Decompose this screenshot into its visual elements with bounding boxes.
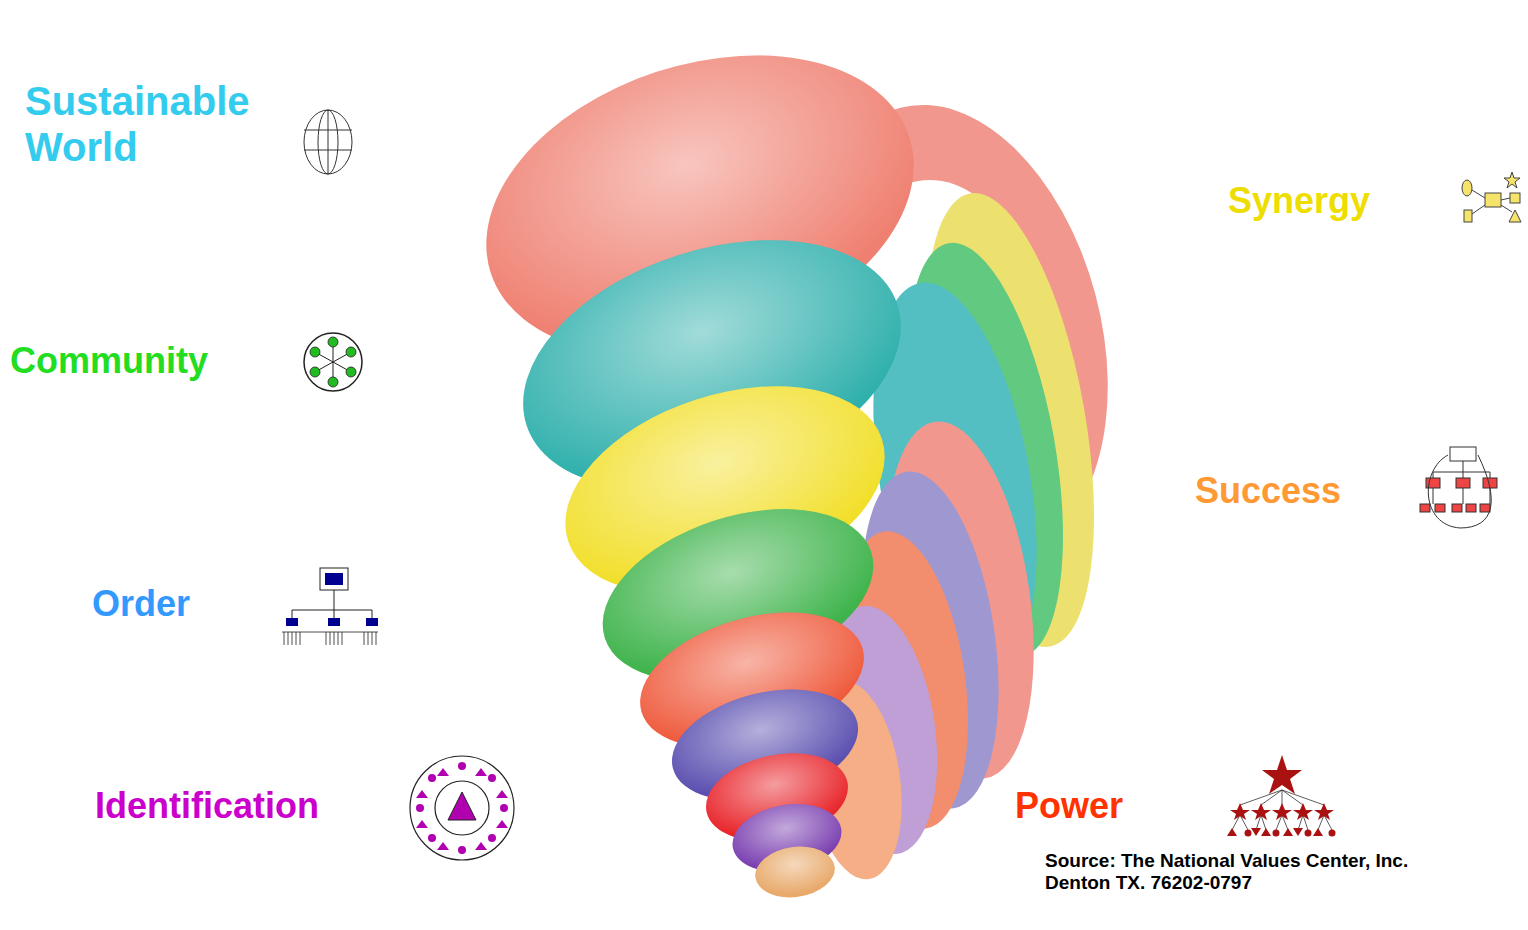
level-label: Sustainable World [25,78,275,170]
synergy-icon [1462,172,1521,222]
community-icon [304,333,362,391]
hierarchy-icon [282,568,378,645]
tribe-icon [410,756,514,860]
success-icon [1420,447,1497,528]
level-label: Identification [95,785,319,826]
level-label: Success [1195,470,1341,511]
source-note: Source: The National Values Center, Inc.… [1045,850,1410,894]
level-label: Power [1015,785,1123,826]
level-label: Synergy [1228,180,1370,221]
level-label: Order [92,583,190,624]
level-label: Community [10,340,208,381]
globe-icon [304,110,352,174]
power-icon [1227,755,1336,837]
